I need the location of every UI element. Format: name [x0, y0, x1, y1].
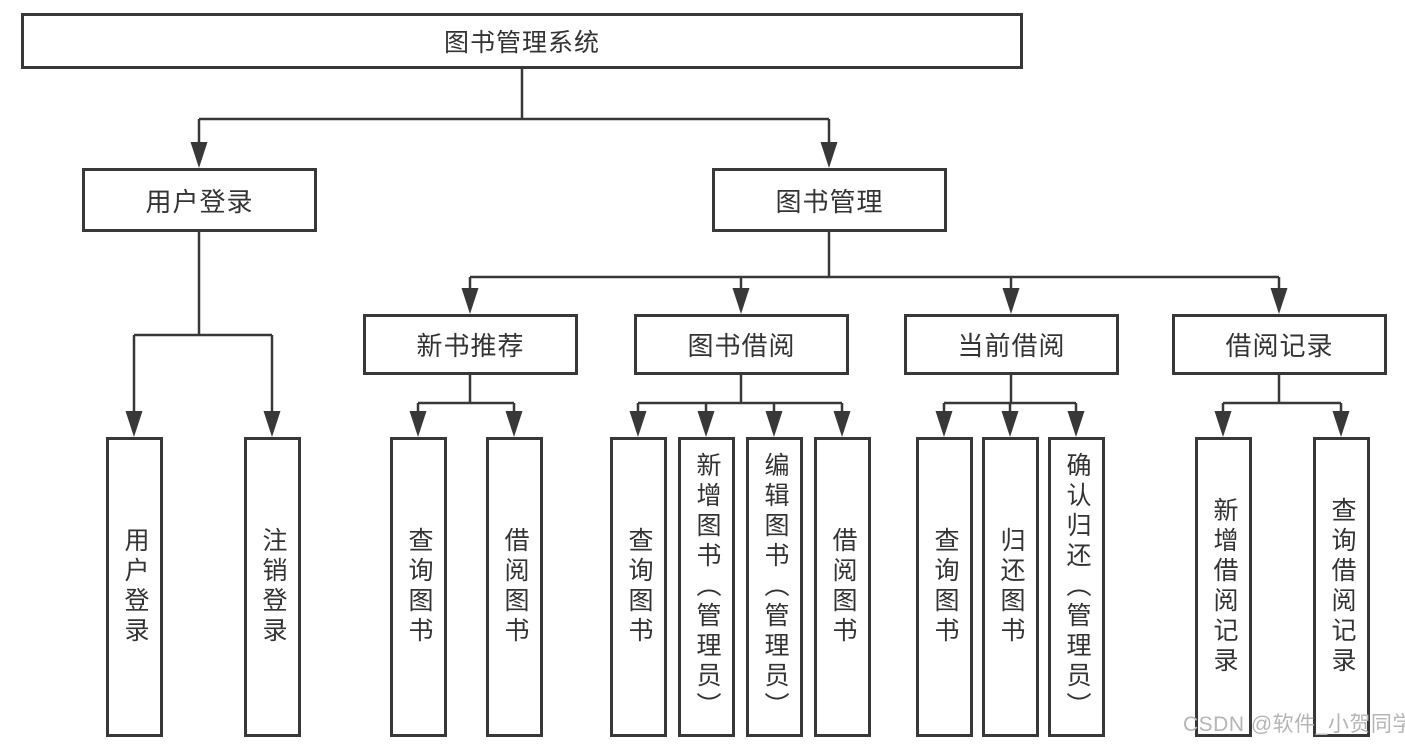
leaf-borrow-book-1-label: 借阅图书	[501, 527, 529, 647]
leaf-add-book-admin: 新增图书（管理员）	[678, 437, 735, 737]
leaf-query-book-3-label: 查询图书	[931, 527, 959, 647]
node-new-book-recommend-label: 新书推荐	[416, 331, 525, 361]
node-book-borrow: 图书借阅	[634, 314, 849, 375]
leaf-query-book-3: 查询图书	[916, 437, 973, 737]
leaf-add-borrow-record: 新增借阅记录	[1195, 437, 1252, 737]
connector-records-to-children	[1221, 375, 1343, 415]
connector-newbook-to-children	[416, 375, 516, 415]
leaf-edit-book-admin: 编辑图书（管理员）	[746, 437, 803, 737]
leaf-borrow-book-2-label: 借阅图书	[829, 527, 857, 647]
leaf-return-book-label: 归还图书	[997, 527, 1025, 647]
node-book-borrow-label: 图书借阅	[687, 331, 796, 361]
connector-borrow-to-children	[636, 375, 844, 415]
leaf-confirm-return-admin: 确认归还（管理员）	[1048, 437, 1105, 737]
leaf-query-book-2: 查询图书	[610, 437, 667, 737]
node-user-login: 用户登录	[82, 168, 317, 232]
connector-current-to-children	[942, 375, 1078, 415]
leaf-user-login-label: 用户登录	[121, 527, 149, 647]
csdn-watermark: CSDN @软件_小贺同学	[1183, 713, 1405, 736]
connector-userlogin-to-children	[132, 232, 274, 415]
node-book-management: 图书管理	[712, 168, 947, 232]
connector-bookmgmt-to-level3	[468, 232, 1281, 292]
leaf-user-login: 用户登录	[106, 437, 163, 737]
leaf-query-borrow-record-label: 查询借阅记录	[1328, 497, 1356, 677]
leaf-query-book-1-label: 查询图书	[405, 527, 433, 647]
leaf-edit-book-admin-label: 编辑图书（管理员）	[761, 452, 789, 722]
leaf-logout: 注销登录	[244, 437, 301, 737]
node-current-borrow: 当前借阅	[904, 314, 1119, 375]
node-borrow-records: 借阅记录	[1172, 314, 1387, 375]
leaf-query-book-1: 查询图书	[390, 437, 447, 737]
leaf-query-borrow-record: 查询借阅记录	[1313, 437, 1370, 737]
arrowheads	[125, 142, 1350, 437]
node-book-management-label: 图书管理	[775, 186, 884, 217]
connector-root-to-level2	[197, 69, 831, 146]
node-new-book-recommend: 新书推荐	[363, 314, 578, 375]
node-borrow-records-label: 借阅记录	[1225, 331, 1334, 361]
leaf-borrow-book-1: 借阅图书	[486, 437, 543, 737]
leaf-logout-label: 注销登录	[259, 527, 287, 647]
node-user-login-label: 用户登录	[145, 186, 254, 217]
node-current-borrow-label: 当前借阅	[957, 331, 1066, 361]
node-root: 图书管理系统	[21, 13, 1023, 69]
leaf-add-book-admin-label: 新增图书（管理员）	[693, 452, 721, 722]
node-root-label: 图书管理系统	[443, 29, 600, 57]
leaf-query-book-2-label: 查询图书	[625, 527, 653, 647]
leaf-borrow-book-2: 借阅图书	[814, 437, 871, 737]
leaf-add-borrow-record-label: 新增借阅记录	[1210, 497, 1238, 677]
leaf-confirm-return-admin-label: 确认归还（管理员）	[1063, 452, 1091, 722]
leaf-return-book: 归还图书	[982, 437, 1039, 737]
